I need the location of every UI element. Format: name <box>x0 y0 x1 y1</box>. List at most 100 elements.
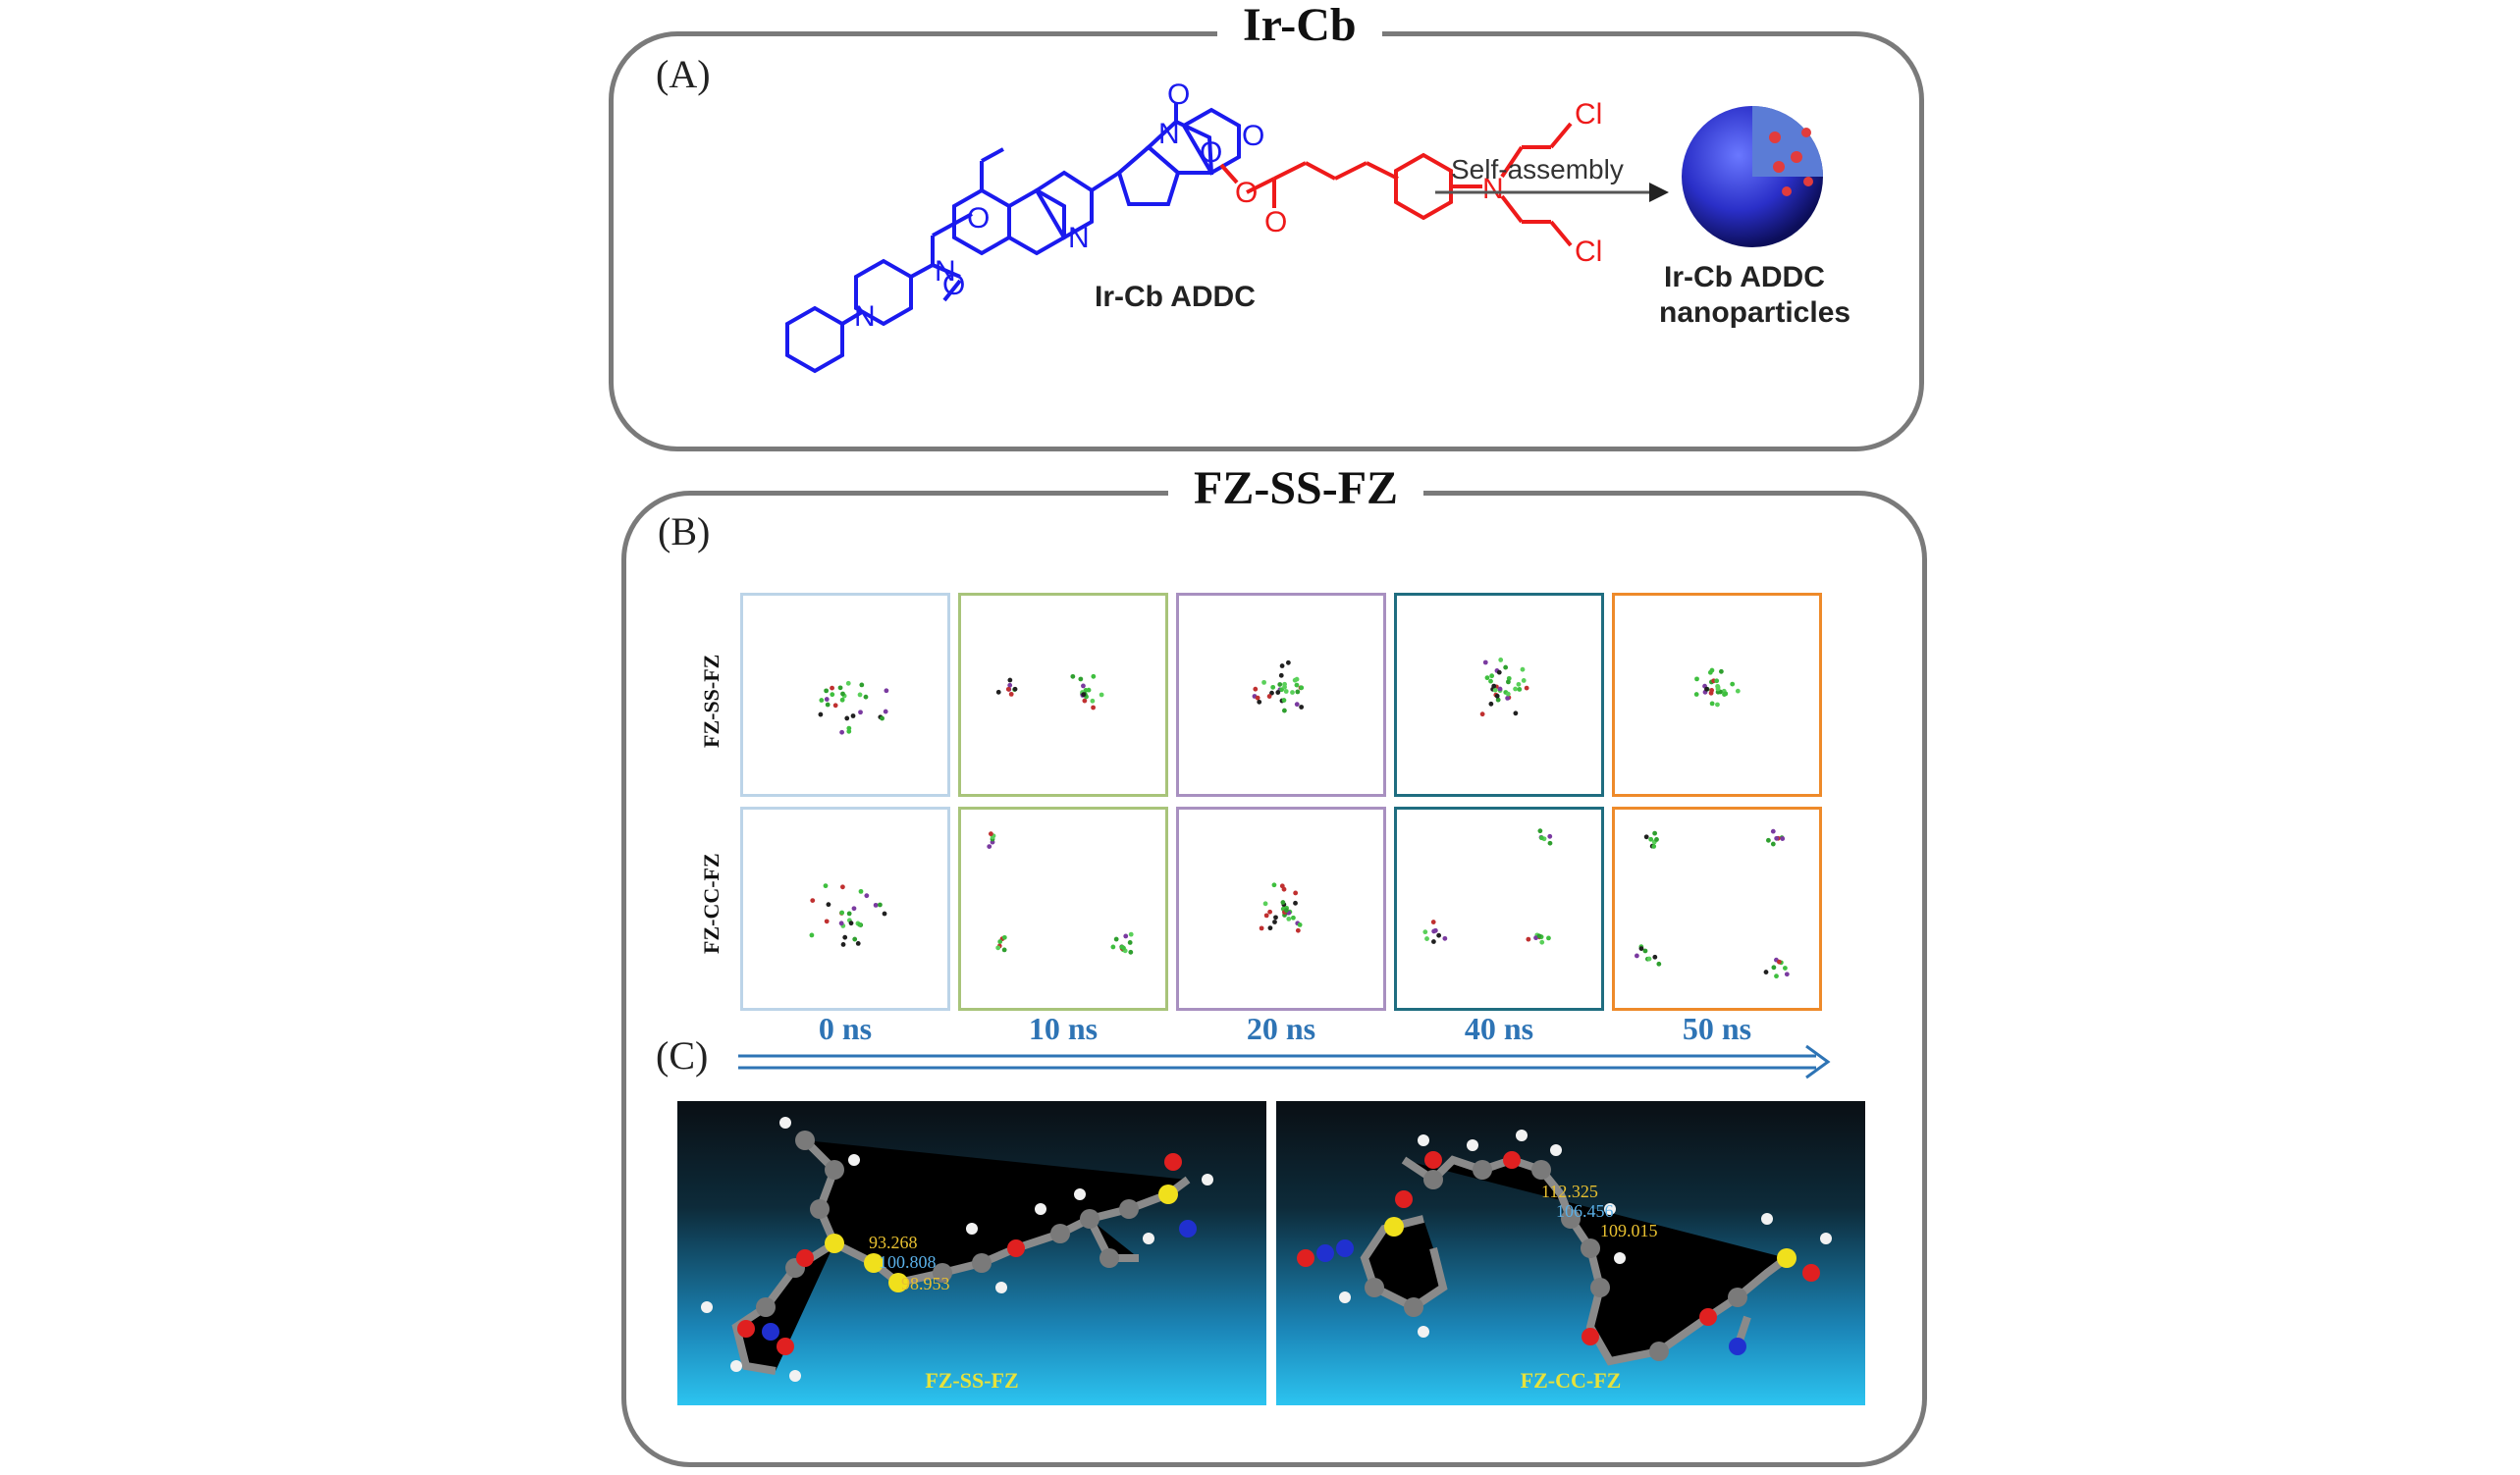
molecule-dot <box>1436 932 1442 938</box>
molecule-dot <box>1431 928 1437 934</box>
molecule-dot <box>855 940 861 946</box>
molecule-dot <box>1496 669 1502 675</box>
piperidine-ring-1 <box>785 305 844 374</box>
molecule-dot <box>1269 690 1274 696</box>
molecule-dot <box>1277 682 1283 687</box>
molecule-dot <box>1123 933 1129 939</box>
snapshot-molecules <box>1479 658 1529 717</box>
molecule-dot <box>809 932 815 938</box>
molecule-dot <box>880 715 885 721</box>
molecule-dot <box>824 688 830 694</box>
snapshot-fz-ss-fz-0 <box>740 593 950 797</box>
molecule-dot <box>1424 936 1429 941</box>
molecule-dot <box>1293 900 1298 906</box>
molecule-dot <box>873 902 879 908</box>
sulfur-left <box>825 1185 1178 1292</box>
molecule-dot <box>1634 953 1639 959</box>
snapshot-molecules <box>995 673 1104 711</box>
pyrrolidine-ring <box>1116 144 1181 206</box>
molecule-dot <box>1537 828 1543 834</box>
nitrogen-left <box>762 1220 1197 1341</box>
molecule-dot <box>1642 948 1648 954</box>
molecule-dot <box>1273 915 1278 921</box>
molecule-dot <box>1281 708 1287 713</box>
atom-o-3: O <box>1167 79 1190 111</box>
hydrogens-left <box>701 1117 1213 1382</box>
molecule-dot <box>1766 837 1771 843</box>
molecule-dot <box>1774 835 1780 841</box>
molecule-dot <box>859 682 865 688</box>
snapshot-fz-cc-fz-1 <box>958 807 1168 1011</box>
molecule-dot <box>1505 691 1511 697</box>
molecule-dot <box>1281 886 1287 892</box>
molecule-dot <box>845 680 851 686</box>
molecule-dot <box>1078 676 1084 682</box>
pyridone-ring <box>1146 119 1214 175</box>
molecule-dot <box>1709 688 1715 693</box>
molecule-dot <box>826 902 831 908</box>
molecule-dot <box>1651 844 1657 849</box>
angle-right-3: 109.015 <box>1600 1221 1658 1240</box>
lactone-ring <box>1181 107 1241 176</box>
molecule-dot <box>1263 913 1269 919</box>
oxygen-left <box>737 1153 1182 1355</box>
molecule-dot <box>1492 687 1498 693</box>
atom-n-4: N <box>1068 222 1090 254</box>
atom-n-3: N <box>1158 118 1180 150</box>
molecule-dot <box>1643 834 1649 840</box>
time-0ns: 0 ns <box>818 1011 873 1046</box>
molecule-dot <box>987 844 992 850</box>
molecule-dot <box>1275 690 1281 695</box>
atom-o-5: O <box>1242 120 1264 152</box>
molecule-dot <box>1255 695 1260 701</box>
molecule-dot <box>1259 925 1264 931</box>
molecule-dot <box>1005 686 1011 692</box>
arrow-label: Self-assembly <box>1451 154 1624 184</box>
molecule-dot <box>1638 946 1644 951</box>
angle-right-1: 112.325 <box>1541 1182 1598 1201</box>
molecule-dot <box>830 692 835 698</box>
molecule-dot <box>1547 833 1553 839</box>
quinoline-ring-3 <box>1034 170 1094 240</box>
snapshot-fz-cc-fz-0 <box>740 807 950 1011</box>
molecule-dot <box>848 921 854 926</box>
molecule-dot <box>850 713 856 718</box>
nitrogen-right <box>1316 1239 1746 1355</box>
atom-o-7: O <box>1264 206 1287 238</box>
molecule-dot <box>846 911 852 917</box>
time-50ns: 50 ns <box>1682 1011 1752 1046</box>
molecule-dot <box>1271 882 1277 888</box>
angles-left: 93.268 100.808 98.953 <box>869 1233 950 1293</box>
molecule-dot <box>819 698 825 703</box>
molecule-dot <box>1091 673 1097 679</box>
molecule-dot <box>1113 936 1119 942</box>
molecule-dot <box>1090 698 1096 704</box>
molecule-dot <box>1299 705 1305 710</box>
molecule-dot <box>1295 689 1301 695</box>
snapshot-molecules <box>818 680 889 735</box>
molecule-dot <box>1291 915 1296 921</box>
label-b: (B) <box>658 509 711 553</box>
molecule-dot <box>858 888 864 894</box>
self-assembly-arrowhead <box>1649 183 1669 202</box>
molecule-dot <box>1284 908 1289 913</box>
molecule-dot <box>1127 940 1133 945</box>
molecule-dot <box>857 922 863 927</box>
molecule-dot <box>1007 682 1013 688</box>
molecule-dot <box>988 831 993 837</box>
molecule-dot <box>1128 931 1134 937</box>
caption-right: FZ-CC-FZ <box>1520 1368 1622 1393</box>
molecule-dot <box>1520 666 1526 672</box>
snapshot-fz-ss-fz-2 <box>1176 593 1386 797</box>
molecule-dot <box>1521 678 1527 683</box>
snapshot-molecules <box>1693 667 1741 708</box>
molecule-dot <box>1718 668 1724 674</box>
molecule-dot <box>840 942 846 947</box>
molecule-dot <box>1070 673 1076 679</box>
molecule-dot <box>1272 920 1277 924</box>
carbons-left <box>756 1131 1139 1317</box>
molecule-dot <box>1293 890 1299 896</box>
molecule-dot <box>1128 949 1134 955</box>
molecule-dot <box>1693 692 1699 697</box>
molecule-dot <box>818 711 824 717</box>
